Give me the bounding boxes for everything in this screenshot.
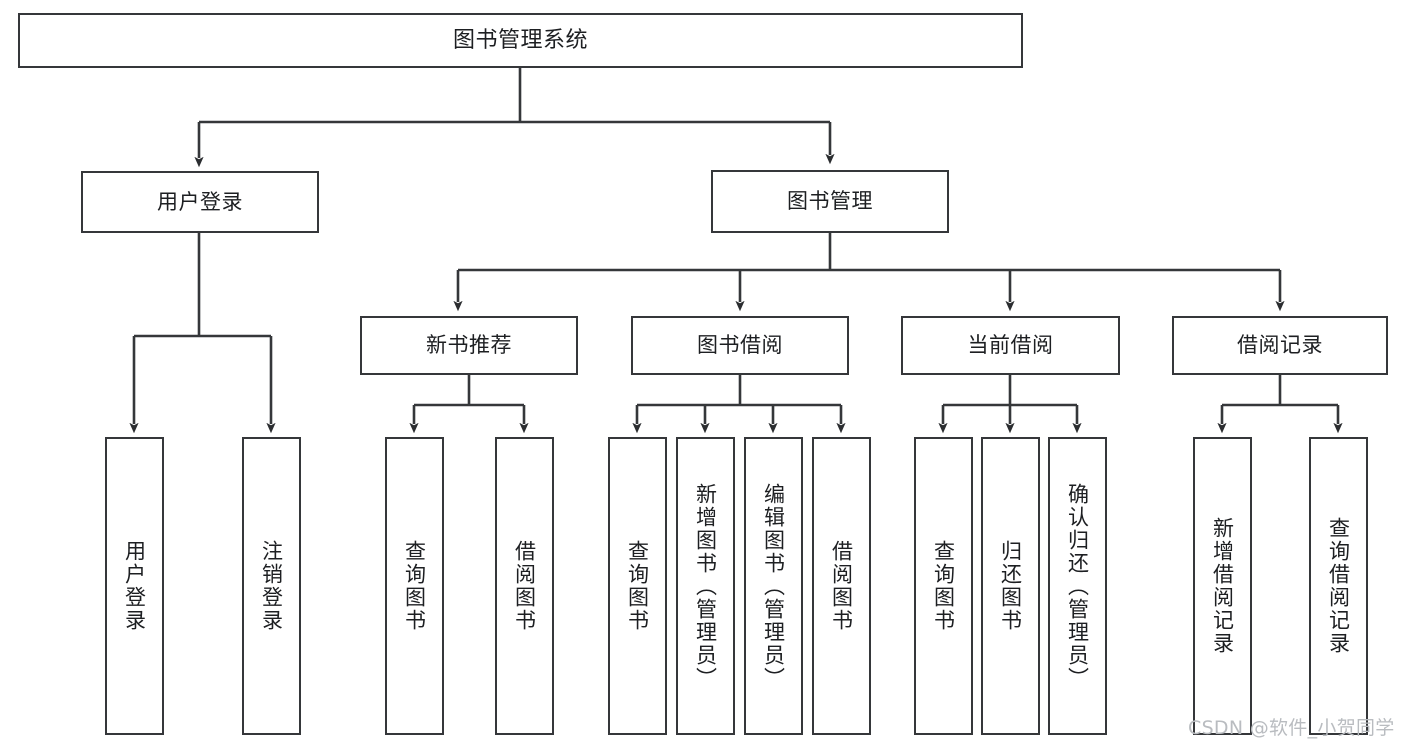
node-label: 借阅图书 bbox=[512, 540, 537, 632]
leaf-book-borrow-borrow[interactable]: 借阅图书 bbox=[812, 437, 871, 735]
node-book-borrow[interactable]: 图书借阅 bbox=[631, 316, 849, 375]
leaf-borrow-record-add[interactable]: 新增借阅记录 bbox=[1193, 437, 1252, 735]
node-label: 新增图书（管理员） bbox=[693, 482, 718, 690]
node-current-borrow[interactable]: 当前借阅 bbox=[901, 316, 1120, 375]
leaf-current-borrow-return[interactable]: 归还图书 bbox=[981, 437, 1040, 735]
node-label: 查询图书 bbox=[402, 540, 427, 632]
node-book-management[interactable]: 图书管理 bbox=[711, 170, 949, 233]
node-borrow-record[interactable]: 借阅记录 bbox=[1172, 316, 1388, 375]
node-label: 借阅记录 bbox=[1237, 333, 1323, 358]
node-new-book-recommend[interactable]: 新书推荐 bbox=[360, 316, 578, 375]
node-label: 新书推荐 bbox=[426, 333, 512, 358]
node-label: 查询图书 bbox=[625, 540, 650, 632]
node-label: 查询图书 bbox=[931, 540, 956, 632]
node-label: 查询借阅记录 bbox=[1326, 517, 1351, 655]
leaf-user-login-signin[interactable]: 用户登录 bbox=[105, 437, 164, 735]
node-label: 用户登录 bbox=[157, 189, 243, 214]
node-label: 编辑图书（管理员） bbox=[761, 482, 786, 690]
leaf-new-book-borrow[interactable]: 借阅图书 bbox=[495, 437, 554, 735]
leaf-book-borrow-edit[interactable]: 编辑图书（管理员） bbox=[744, 437, 803, 735]
leaf-current-borrow-query[interactable]: 查询图书 bbox=[914, 437, 973, 735]
node-root-book-management-system[interactable]: 图书管理系统 bbox=[18, 13, 1023, 68]
csdn-watermark: CSDN @软件_小贺同学 bbox=[1188, 717, 1395, 739]
node-user-login[interactable]: 用户登录 bbox=[81, 171, 319, 233]
leaf-book-borrow-add[interactable]: 新增图书（管理员） bbox=[676, 437, 735, 735]
node-label: 确认归还（管理员） bbox=[1065, 482, 1090, 690]
leaf-current-borrow-confirm-return[interactable]: 确认归还（管理员） bbox=[1048, 437, 1107, 735]
leaf-borrow-record-query[interactable]: 查询借阅记录 bbox=[1309, 437, 1368, 735]
node-label: 用户登录 bbox=[122, 540, 147, 632]
node-label: 图书管理系统 bbox=[452, 27, 588, 53]
node-label: 图书管理 bbox=[787, 189, 873, 214]
node-label: 归还图书 bbox=[998, 540, 1023, 632]
node-label: 借阅图书 bbox=[829, 540, 854, 632]
leaf-book-borrow-query[interactable]: 查询图书 bbox=[608, 437, 667, 735]
leaf-user-login-signout[interactable]: 注销登录 bbox=[242, 437, 301, 735]
node-label: 新增借阅记录 bbox=[1210, 517, 1235, 655]
leaf-new-book-query[interactable]: 查询图书 bbox=[385, 437, 444, 735]
node-label: 当前借阅 bbox=[967, 333, 1054, 358]
node-label: 图书借阅 bbox=[697, 333, 783, 358]
node-label: 注销登录 bbox=[259, 540, 284, 632]
